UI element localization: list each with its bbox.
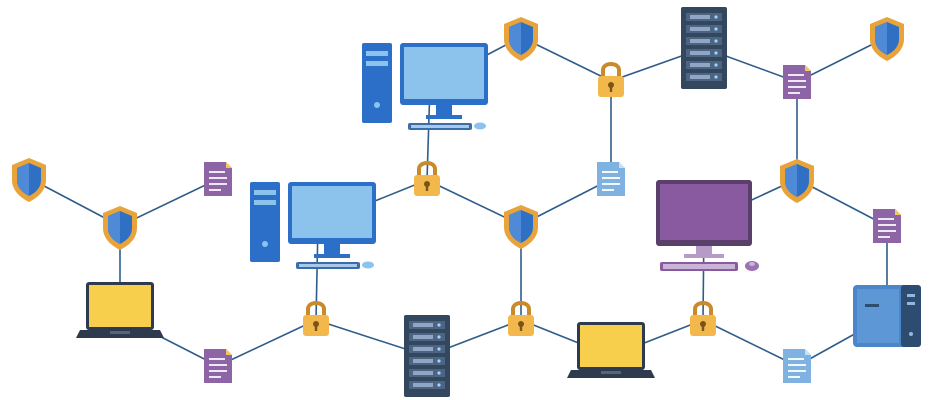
server-icon	[404, 315, 450, 397]
connection-line	[217, 319, 317, 367]
shield-icon	[504, 205, 538, 249]
laptop-icon	[76, 282, 164, 338]
desktop-computer-icon	[362, 43, 488, 130]
lock-icon	[596, 62, 626, 99]
desktop-computer-icon	[250, 182, 376, 269]
shield-icon	[103, 206, 137, 250]
shield-icon	[12, 158, 46, 202]
document-icon	[597, 162, 625, 196]
connection-line	[702, 319, 798, 367]
network-nodes	[12, 7, 921, 397]
document-icon	[783, 65, 811, 99]
document-icon	[873, 209, 901, 243]
document-icon	[783, 349, 811, 383]
storage-device-icon	[853, 285, 921, 347]
document-icon	[204, 349, 232, 383]
server-icon	[681, 7, 727, 89]
laptop-icon	[567, 322, 655, 378]
desktop-computer-icon	[656, 180, 759, 271]
shield-icon	[870, 17, 904, 61]
shield-icon	[504, 17, 538, 61]
document-icon	[204, 162, 232, 196]
shield-icon	[780, 159, 814, 203]
